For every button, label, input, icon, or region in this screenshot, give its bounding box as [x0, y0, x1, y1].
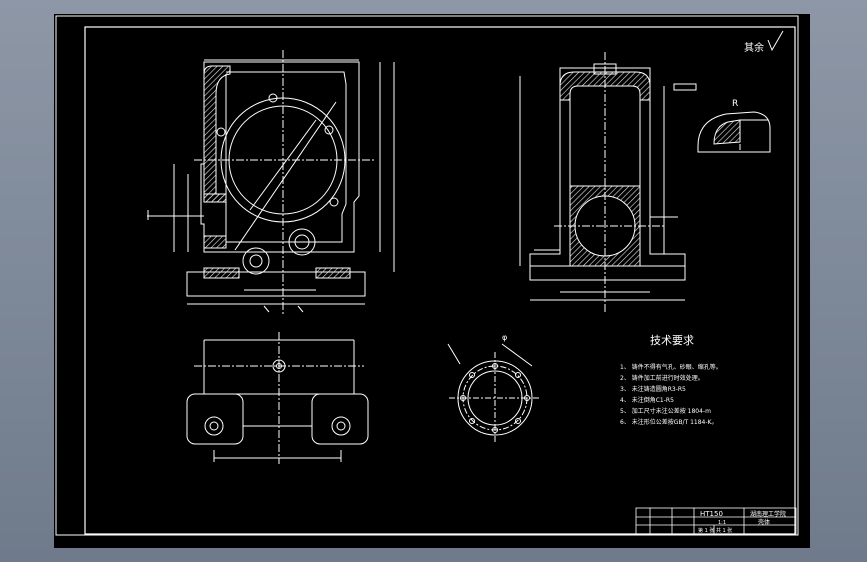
- outer-frame: [55, 15, 799, 536]
- sheet-info: 第 1 张 共 1 张: [698, 527, 732, 534]
- tech-item-3: 3、 未注铸造圆角R3-R5: [620, 385, 686, 393]
- front-view: [147, 50, 395, 314]
- tech-item-6: 6、 未注形位公差按GB/T 1184-K。: [620, 418, 717, 426]
- pitch-label: φ: [502, 333, 507, 342]
- tech-item-5: 5、 加工尺寸未注公差按 1804-m: [620, 407, 711, 415]
- title-block: [635, 507, 797, 535]
- tech-title: 技术要求: [650, 334, 694, 347]
- tech-item-4: 4、 未注倒角C1-R5: [620, 396, 674, 404]
- side-view: [519, 52, 697, 314]
- roughness-note: 其余: [744, 41, 764, 54]
- cad-viewport[interactable]: 其余: [54, 14, 810, 548]
- top-view: [186, 332, 369, 464]
- school-label: 湖南理工学院: [750, 510, 786, 518]
- inner-frame: [84, 26, 796, 535]
- tech-item-1: 1、 铸件不得有气孔、砂眼、缩孔等。: [620, 363, 722, 371]
- roughness-symbol-icon: [767, 30, 784, 52]
- tech-item-2: 2、 铸件加工前进行时效处理。: [620, 374, 704, 382]
- section-label-r: R: [732, 99, 738, 109]
- material-label: HT150: [700, 510, 723, 518]
- detail-view-r: R: [697, 99, 771, 153]
- tech-requirements: 技术要求 1、 铸件不得有气孔、砂眼、缩孔等。 2、 铸件加工前进行时效处理。 …: [620, 334, 722, 426]
- flange-view: φ: [447, 333, 541, 444]
- engineering-drawing: 其余: [55, 15, 799, 536]
- scale-label: 1:1: [718, 520, 726, 526]
- part-name-label: 壳体: [758, 518, 770, 526]
